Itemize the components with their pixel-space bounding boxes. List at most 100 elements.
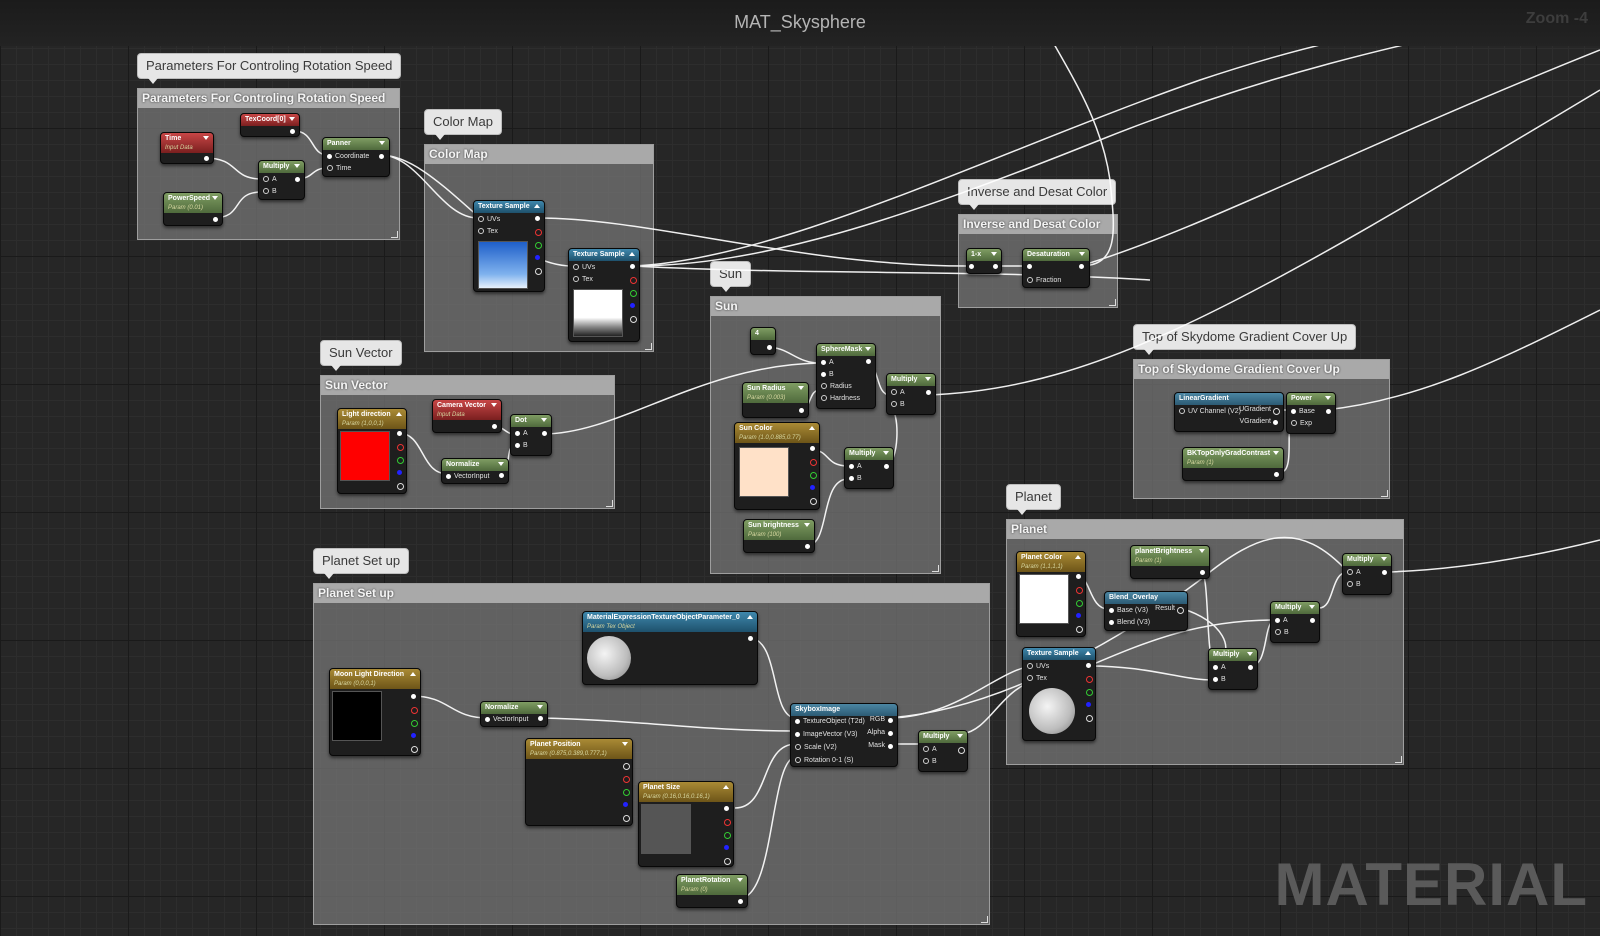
output-pin-a[interactable] [630, 316, 637, 323]
multiply-node[interactable]: Multiply A B [1270, 601, 1320, 643]
pin-b[interactable]: B [1275, 628, 1289, 637]
pin-fraction[interactable]: Fraction [1027, 276, 1061, 285]
output-pin-b[interactable] [411, 733, 416, 738]
collapse-arrow-icon[interactable] [925, 377, 931, 381]
output-pin[interactable] [767, 345, 772, 350]
output-pin-r[interactable] [397, 444, 404, 451]
output-pin[interactable] [213, 217, 218, 222]
collapse-arrow-icon[interactable] [498, 462, 504, 466]
output-pin-b[interactable] [397, 470, 402, 475]
output-pin[interactable] [1326, 409, 1331, 414]
collapse-arrow-icon[interactable] [396, 412, 402, 416]
collapse-arrow-icon[interactable] [1085, 651, 1091, 655]
power-node[interactable]: Power Base Exp [1286, 392, 1336, 434]
comment-bubble-sunvec[interactable]: Sun Vector [320, 340, 402, 371]
pin-tex[interactable]: Tex [573, 275, 593, 284]
output-pin[interactable] [542, 431, 547, 436]
pin-b[interactable]: B [821, 370, 834, 379]
pin-time[interactable]: Time [327, 164, 351, 173]
multiply-node[interactable]: Multiply A B [1342, 553, 1392, 595]
multiply-node[interactable]: Multiply A B [886, 373, 936, 415]
dot-node[interactable]: Dot A B [510, 414, 552, 456]
output-pin-r[interactable] [630, 277, 637, 284]
output-pin[interactable] [1079, 264, 1084, 269]
pin-uvs[interactable]: UVs [478, 215, 500, 224]
pin-b[interactable]: B [1213, 675, 1226, 684]
spheremask-node[interactable]: SphereMask A B Radius Hardness [816, 343, 876, 409]
pin-a[interactable]: A [1213, 663, 1226, 672]
output-pin-rgb[interactable] [888, 718, 893, 723]
pin-b[interactable]: B [1347, 580, 1361, 589]
output-pin-rgb[interactable] [1086, 663, 1091, 668]
normalize-node[interactable]: Normalize VectorInput [480, 701, 548, 727]
pin-scale[interactable]: Scale (V2) [795, 743, 837, 752]
output-pin-a[interactable] [535, 268, 542, 275]
output-pin[interactable] [204, 156, 209, 161]
pin-blend[interactable]: Blend (V3) [1109, 618, 1150, 627]
input-pin[interactable] [969, 264, 974, 269]
resize-grip-icon[interactable] [645, 343, 652, 350]
collapse-arrow-icon[interactable] [865, 347, 871, 351]
output-pin[interactable] [748, 636, 753, 641]
pin-rotation[interactable]: Rotation 0-1 (S) [795, 756, 853, 765]
comment-bubble-planetsetup[interactable]: Planet Set up [313, 548, 410, 579]
output-pin-rgb[interactable] [1076, 574, 1081, 579]
collapse-arrow-icon[interactable] [798, 386, 804, 390]
output-pin-rgb[interactable] [411, 694, 416, 699]
output-pin-b[interactable] [810, 485, 815, 490]
pin-a[interactable]: A [891, 388, 905, 397]
collapse-arrow-icon[interactable] [541, 418, 547, 422]
multiply-node[interactable]: Multiply A B [258, 160, 305, 200]
collapse-arrow-icon[interactable] [629, 252, 635, 256]
output-pin-a[interactable] [623, 815, 630, 822]
comment-bubble-sun[interactable]: Sun [710, 261, 752, 292]
output-pin-result[interactable] [1177, 607, 1184, 614]
output-pin[interactable] [805, 544, 810, 549]
output-pin-g[interactable] [1086, 689, 1093, 696]
input-pin[interactable] [1027, 264, 1032, 269]
collapse-arrow-icon[interactable] [1079, 252, 1085, 256]
output-pin[interactable] [538, 716, 543, 721]
pin-uvs[interactable]: UVs [1027, 662, 1049, 671]
output-pin[interactable] [1248, 665, 1253, 670]
multiply-node[interactable]: Multiply A B [1208, 648, 1258, 690]
pin-radius[interactable]: Radius [821, 382, 852, 391]
texture-object-parameter-node[interactable]: MaterialExpressionTextureObjectParameter… [582, 611, 758, 685]
collapse-arrow-icon[interactable] [737, 878, 743, 882]
collapse-arrow-icon[interactable] [804, 523, 810, 527]
collapse-arrow-icon[interactable] [1309, 605, 1315, 609]
collapse-arrow-icon[interactable] [622, 742, 628, 746]
output-pin[interactable] [492, 424, 497, 429]
collapse-arrow-icon[interactable] [1075, 555, 1081, 559]
output-pin[interactable] [1382, 570, 1387, 575]
output-pin[interactable] [958, 747, 965, 754]
output-pin-a[interactable] [724, 858, 731, 865]
pin-a[interactable]: A [923, 745, 937, 754]
texture-sample-node[interactable]: Texture Sample UVs Tex [473, 200, 545, 292]
texture-sample-node[interactable]: Texture Sample UVs Tex [1022, 647, 1096, 741]
output-pin-mask[interactable] [888, 744, 893, 749]
multiply-node[interactable]: Multiply A B [844, 447, 894, 489]
output-pin[interactable] [866, 359, 871, 364]
collapse-arrow-icon[interactable] [809, 426, 815, 430]
output-pin-b[interactable] [623, 802, 628, 807]
pin-a[interactable]: A [1275, 616, 1288, 625]
output-pin[interactable] [1274, 472, 1279, 477]
output-pin[interactable] [290, 129, 295, 134]
output-pin-r[interactable] [535, 229, 542, 236]
pin-hardness[interactable]: Hardness [821, 394, 860, 403]
output-pin[interactable] [926, 390, 931, 395]
pin-b[interactable]: B [263, 187, 277, 196]
constant-node[interactable]: 4 [750, 327, 776, 355]
